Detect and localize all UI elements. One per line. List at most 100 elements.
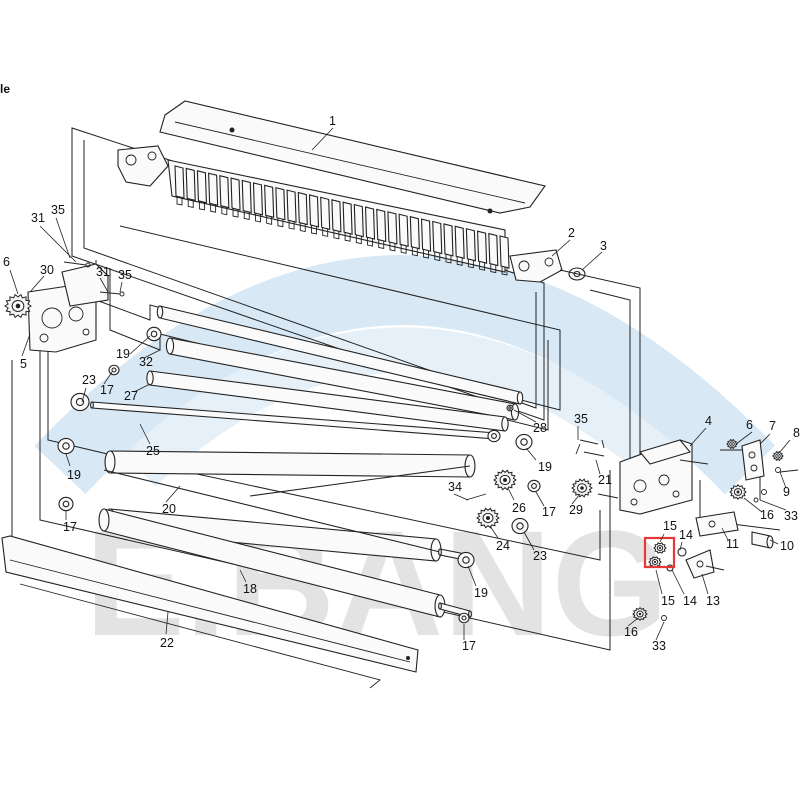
gear-15-b-bore [653,560,657,564]
leader-line [39,225,77,263]
washer-23-b-inner [516,522,524,530]
label-part-15-b: 15 [661,594,675,608]
comb-tooth-tip [243,210,250,221]
label-part-23-a: 23 [82,373,96,387]
comb-tooth-tip [187,198,194,208]
leader-line [129,335,151,355]
part-1-top-rail [159,100,546,214]
part-13-link [685,549,725,579]
comb-tooth [219,174,230,209]
label-part-11: 11 [726,537,739,551]
comb-tooth-tip [479,261,486,271]
label-part-16-b: 16 [624,625,638,639]
leader-line [21,333,31,357]
roller-20-shaft-b-start [438,548,442,556]
washer-19-d [457,551,475,569]
leader-line [659,533,665,543]
comb-tooth [499,235,510,269]
roller-27 [146,370,509,432]
washer-17-d-inner [461,615,467,621]
washer-23-b [511,517,529,535]
label-part-35-c: 35 [574,412,588,426]
leader-line [581,251,603,271]
washer-17-a-inner [111,367,117,373]
label-part-7: 7 [769,419,776,433]
leader-line [165,611,169,635]
comb-tooth-tip [288,220,295,230]
label-part-22: 22 [160,636,174,650]
comb-tooth-tip [389,241,396,252]
comb-tooth-tip [333,229,340,240]
leader-line [769,539,779,545]
leader-line [655,621,665,641]
comb-tooth [488,232,499,267]
gear-30-bore [15,303,21,309]
label-part-31-a: 31 [31,211,45,225]
screws-31-35-left [63,261,125,297]
roller-32 [165,337,520,421]
roller-18-b-start [98,508,110,532]
comb-tooth-tip [378,239,385,249]
leader-line [759,499,787,511]
leader-line [489,525,499,539]
comb-tooth-tip [456,256,463,266]
comb-tooth [364,206,376,240]
washer-17-b-inner [62,500,70,508]
comb-tooth-tip [299,222,306,233]
leader-line [689,427,707,447]
label-part-30: 30 [40,263,54,277]
gear-24-bore [486,516,490,520]
gear-15-b [648,556,662,568]
gear-26 [493,469,517,491]
leader-line [65,453,71,467]
label-part-13: 13 [706,594,720,608]
gear-29-bore [580,486,584,490]
part-4-right-side-frame [619,439,709,515]
comb-tooth [174,165,185,199]
washers [57,326,541,624]
leader-line [535,491,545,507]
comb-tooth-tip [501,266,508,276]
pin-28-inner [508,406,512,410]
gear-29 [571,478,593,498]
leader-line [311,127,334,151]
washer-19-d-inner [462,556,470,564]
roller-27-end [501,416,509,432]
gear-26-bore [503,478,507,482]
bushing-28 [487,429,501,443]
part-5-left-side-frame [27,263,109,353]
comb-tooth [409,215,420,250]
nut-6-right [726,439,738,449]
comb-tooth-tip [434,251,441,262]
label-part-18: 18 [243,582,257,596]
washer-14-a [677,547,687,557]
roller-32-start [165,337,175,355]
comb-tooth [443,223,454,257]
section-header-fragment: le [0,82,10,96]
leader-line [239,569,247,583]
comb-teeth [174,165,510,276]
leader-line [743,497,763,513]
leader-line [779,439,791,453]
comb-tooth [376,208,387,243]
label-part-19-d: 19 [474,586,488,600]
nut-6-right-bore [731,443,733,445]
comb-tooth-tip [176,196,183,206]
leader-line [701,573,709,595]
label-part-28: 28 [533,421,547,435]
gear-16-b-bore [638,612,642,616]
leader-line [139,423,151,445]
comb-tooth [387,211,398,245]
right-small-parts [661,467,799,621]
label-part-32: 32 [139,355,153,369]
gear-30 [4,293,32,319]
washer-19-b [57,437,75,455]
leader-line [671,569,685,595]
comb-tooth-tip [232,208,239,218]
comb-tooth [432,220,443,255]
comb-tooth [264,184,275,219]
gear-16-b [632,606,648,622]
label-part-26: 26 [512,501,526,515]
nut-8-bore [777,455,779,457]
leader-line [29,275,45,293]
